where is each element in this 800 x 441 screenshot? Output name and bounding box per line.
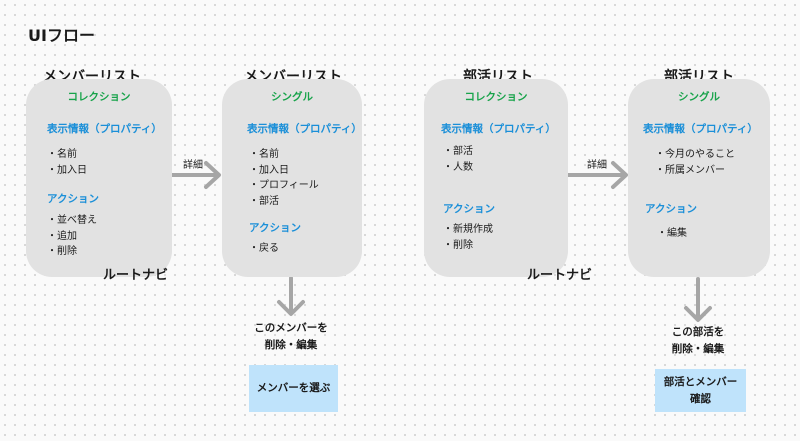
down-arrow-2 — [684, 277, 712, 322]
screen-card-club-list-single — [628, 79, 770, 277]
list-item: ・削除 — [47, 246, 77, 257]
property-list: ・部活 ・人数 — [443, 142, 473, 173]
screen-type-label: シングル — [678, 91, 720, 103]
flow-caption-line: このメンバーを — [254, 322, 328, 334]
list-item: ・戻る — [249, 243, 279, 254]
down-arrow-1 — [277, 276, 305, 316]
property-list: ・今月のやること ・所属メンバー — [655, 145, 735, 176]
action-box-label: 部活とメンバー 確認 — [664, 374, 738, 408]
section-heading-actions: アクション — [443, 203, 495, 215]
section-heading-properties: 表示情報（プロパティ） — [247, 123, 362, 135]
flow-caption: この部活を 削除・編集 — [633, 324, 763, 358]
action-box-line: 部活とメンバー — [663, 375, 738, 388]
property-list: ・名前 ・加入日 — [47, 145, 87, 176]
detail-arrow-1 — [169, 161, 221, 189]
flow-caption-line: 削除・編集 — [264, 339, 318, 351]
list-item: ・プロフィール — [249, 180, 319, 191]
action-list: ・並べ替え ・追加 ・削除 — [47, 211, 97, 258]
list-item: ・部活 — [443, 146, 473, 157]
section-heading-actions: アクション — [249, 222, 301, 234]
list-item: ・加入日 — [249, 164, 289, 176]
action-list: ・戻る — [249, 239, 279, 255]
flow-caption: このメンバーを 削除・編集 — [226, 320, 356, 354]
screen-type-label: コレクション — [464, 91, 528, 103]
list-item: ・人数 — [443, 161, 473, 173]
list-item: ・今月のやること — [655, 149, 735, 160]
screen-card-member-list-single — [222, 79, 362, 277]
property-list: ・名前 ・加入日 ・プロフィール ・部活 — [249, 145, 319, 207]
transition-label: 詳細 — [183, 160, 203, 171]
list-item: ・並べ替え — [47, 215, 97, 226]
list-item: ・編集 — [657, 228, 687, 239]
club-and-members-action-box: 部活とメンバー 確認 — [655, 369, 746, 412]
flow-caption-line: この部活を — [671, 326, 725, 338]
action-list: ・編集 — [657, 224, 687, 240]
list-item: ・削除 — [443, 239, 473, 251]
root-nav-label: ルートナビ — [103, 268, 169, 283]
list-item: ・新規作成 — [443, 224, 493, 235]
transition-label: 詳細 — [587, 160, 607, 171]
detail-arrow-2 — [566, 161, 628, 189]
action-box-label: メンバーを選ぶ — [256, 382, 331, 394]
screen-card-club-list-collection — [424, 79, 568, 277]
section-heading-properties: 表示情報（プロパティ） — [441, 123, 556, 135]
flow-caption-line: 削除・編集 — [671, 343, 725, 355]
list-item: ・名前 — [47, 149, 77, 160]
page-title: UIフロー — [28, 26, 95, 45]
list-item: ・加入日 — [47, 164, 87, 176]
screen-type-label: シングル — [271, 91, 313, 103]
section-heading-actions: アクション — [47, 193, 99, 205]
screen-type-label: コレクション — [67, 91, 131, 103]
root-nav-label: ルートナビ — [527, 268, 593, 283]
screen-card-member-list-collection — [26, 79, 172, 277]
action-list: ・新規作成 ・削除 — [443, 220, 493, 251]
section-heading-properties: 表示情報（プロパティ） — [643, 123, 758, 135]
list-item: ・追加 — [47, 230, 77, 242]
list-item: ・部活 — [249, 195, 279, 207]
list-item: ・名前 — [249, 149, 279, 160]
section-heading-actions: アクション — [645, 203, 697, 215]
action-box-line: 確認 — [690, 392, 711, 405]
list-item: ・所属メンバー — [655, 164, 725, 176]
select-member-action-box: メンバーを選ぶ — [249, 365, 338, 412]
section-heading-properties: 表示情報（プロパティ） — [47, 123, 162, 135]
